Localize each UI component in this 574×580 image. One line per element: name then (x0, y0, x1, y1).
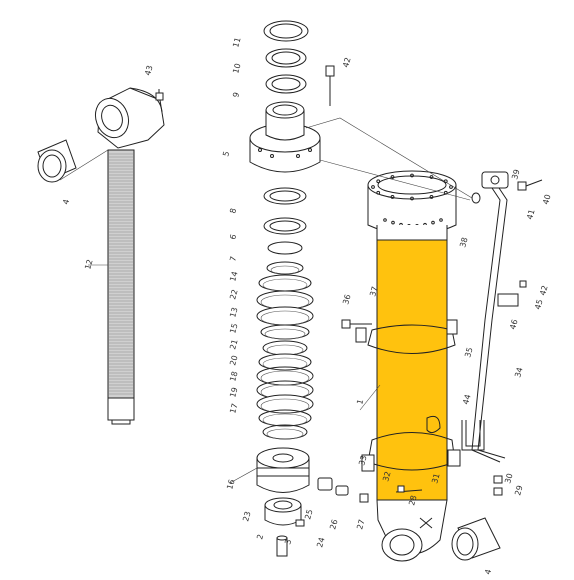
part-number-label: 14 (228, 270, 239, 282)
part-number-label: 19 (228, 386, 239, 398)
part-number-label: 41 (525, 208, 536, 220)
cylinder-bottom-eye (376, 499, 448, 562)
piston-rod-assembly (37, 87, 165, 425)
barrel-bushing (451, 517, 501, 561)
part-number-label: 30 (503, 472, 514, 484)
part-number-label: 45 (533, 298, 544, 310)
part-number-label: 18 (228, 370, 239, 382)
part-number-label: 42 (538, 284, 549, 296)
part-number-label: 29 (513, 484, 524, 496)
part-number-label: 7 (228, 255, 238, 262)
piston-nut (264, 497, 302, 526)
part-number-label: 5 (221, 150, 231, 157)
part-number-label: 13 (228, 306, 239, 318)
part-number-label: 11 (231, 36, 242, 48)
part-number-label: 32 (381, 470, 392, 482)
part-number-label: 8 (228, 207, 238, 214)
set-screw (295, 519, 305, 527)
part-number-label: 4 (483, 568, 493, 575)
pin (276, 535, 288, 557)
part-number-label: 3 (283, 538, 293, 545)
part-number-label: 25 (303, 508, 314, 520)
part-number-label: 16 (225, 478, 236, 490)
part-number-label: 40 (541, 193, 552, 205)
cylinder-barrel-assembly (317, 170, 543, 562)
part-number-label: 22 (228, 288, 239, 300)
bottom-fittings (317, 477, 423, 503)
part-number-label: 34 (513, 366, 524, 378)
part-number-label: 46 (508, 318, 519, 330)
part-number-label: 2 (255, 533, 265, 540)
o-ring (471, 192, 481, 204)
part-number-label: 4 (61, 198, 71, 205)
part-number-label: 33 (357, 454, 368, 466)
part-number-label: 1 (355, 398, 365, 405)
part-number-label: 20 (228, 354, 239, 366)
part-number-label: 27 (355, 518, 366, 530)
rod-eye-bushing (37, 139, 77, 183)
piston-rod (107, 149, 135, 425)
part-number-label: 12 (83, 258, 94, 270)
rod-eye (94, 87, 165, 149)
part-number-label: 9 (231, 91, 241, 98)
part-number-label: 31 (430, 472, 441, 484)
hydraulic-pipe (461, 171, 519, 463)
part-number-label: 28 (407, 494, 418, 506)
part-number-label: 35 (463, 346, 474, 358)
part-number-label: 21 (228, 338, 239, 350)
part-number-label: 24 (315, 536, 326, 548)
part-number-label: 42 (341, 56, 352, 68)
part-number-label: 43 (143, 64, 154, 76)
part-number-label: 15 (228, 322, 239, 334)
part-number-labels: 1110942435867142213152120181917162341363… (61, 36, 552, 575)
fitting-bolts (493, 280, 527, 496)
part-number-label: 39 (510, 168, 521, 180)
part-number-label: 36 (341, 293, 352, 305)
clamp-bolt (341, 319, 372, 329)
gland-bolt (325, 65, 335, 106)
gland-and-seal-stack (249, 20, 335, 557)
part-number-label: 38 (458, 236, 469, 248)
pipe-clamp-lower (361, 415, 461, 472)
grease-nipple (155, 89, 164, 101)
cylinder-head-gland (249, 101, 321, 173)
part-number-label: 17 (228, 402, 239, 414)
part-number-label: 44 (461, 393, 472, 405)
part-number-label: 6 (228, 233, 238, 240)
leader-lines (59, 117, 473, 484)
flange-bolt-right (517, 179, 543, 191)
pipe-clamp-upper (355, 319, 458, 354)
cylinder-tube-highlighted (376, 239, 448, 501)
part-number-label: 26 (328, 518, 339, 530)
part-number-label: 10 (231, 62, 242, 74)
part-number-label: 23 (241, 510, 252, 522)
part-number-label: 37 (368, 285, 379, 297)
piston (256, 447, 310, 493)
barrel-flange (367, 170, 457, 249)
piston-seal-stack (256, 261, 314, 440)
